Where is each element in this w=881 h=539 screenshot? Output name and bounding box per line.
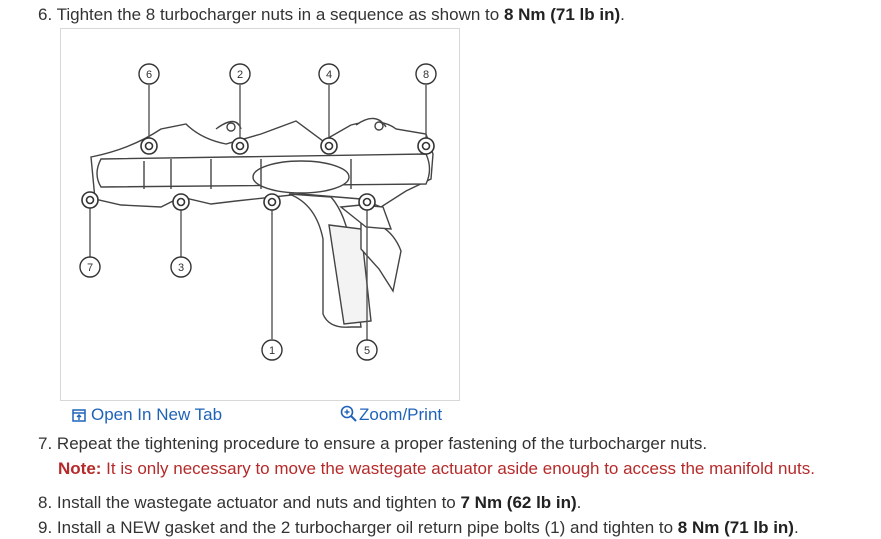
step-7-text: Repeat the tightening procedure to ensur… [56,434,708,453]
nut-7 [81,191,99,209]
callout-8-circle [415,63,437,85]
note-label: Note: [58,459,102,478]
callout-2-circle [229,63,251,85]
zoom-print-link[interactable]: Zoom/Print [340,404,442,428]
callout-2-label: 2 [237,69,243,81]
nut-2 [231,137,249,155]
open-in-new-tab-label: Open In New Tab [91,405,223,424]
nut-5 [358,193,376,211]
callout-4-circle [318,63,340,85]
nut-4 [320,137,338,155]
step-6-text: Tighten the 8 turbocharger nuts in a seq… [56,5,504,24]
nut-6 [140,137,158,155]
open-new-tab-icon [72,406,86,428]
nut-8 [417,137,435,155]
callout-1-label: 1 [269,345,275,357]
callout-7-circle [79,256,101,278]
callout-5-circle [356,339,378,361]
step-7-number: 7. [38,434,53,453]
callout-7-label: 7 [87,262,93,274]
step-9-end: . [793,518,799,537]
callout-3-label: 3 [178,262,184,274]
callout-6-label: 6 [146,69,152,81]
turbo-nut-sequence-figure[interactable]: 6 2 4 8 7 3 1 5 [60,28,460,401]
step-9-torque: 8 Nm (71 lb in) [677,518,794,537]
step-8: 8. Install the wastegate actuator and nu… [38,492,581,514]
step-8-torque: 7 Nm (62 lb in) [460,493,577,512]
step-6-torque: 8 Nm (71 lb in) [503,5,621,24]
callout-3-circle [170,256,192,278]
zoom-print-label: Zoom/Print [359,405,443,424]
callout-8-label: 8 [423,69,429,81]
callout-1-circle [261,339,283,361]
callout-4-label: 4 [326,69,332,81]
step-8-end: . [576,493,582,512]
step-7-note: Note: It is only necessary to move the w… [58,458,815,480]
step-9-text: Install a NEW gasket and the 2 turbochar… [56,518,678,537]
manifold-diagram: 6 2 4 8 7 3 1 5 [79,63,437,361]
step-6-number: 6. [38,5,53,24]
step-9-number: 9. [38,518,53,537]
nut-1 [263,193,281,211]
note-text: It is only necessary to move the wastega… [101,459,815,478]
step-8-number: 8. [38,493,53,512]
step-6-end: . [620,5,625,24]
callout-6-circle [138,63,160,85]
step-6: 6. Tighten the 8 turbocharger nuts in a … [38,4,625,26]
step-8-text: Install the wastegate actuator and nuts … [56,493,461,512]
open-in-new-tab-link[interactable]: Open In New Tab [72,404,222,428]
zoom-in-icon [340,405,357,428]
step-7: 7. Repeat the tightening procedure to en… [38,433,707,455]
callout-5-label: 5 [364,345,370,357]
step-9: 9. Install a NEW gasket and the 2 turboc… [38,517,799,539]
nut-3 [172,193,190,211]
